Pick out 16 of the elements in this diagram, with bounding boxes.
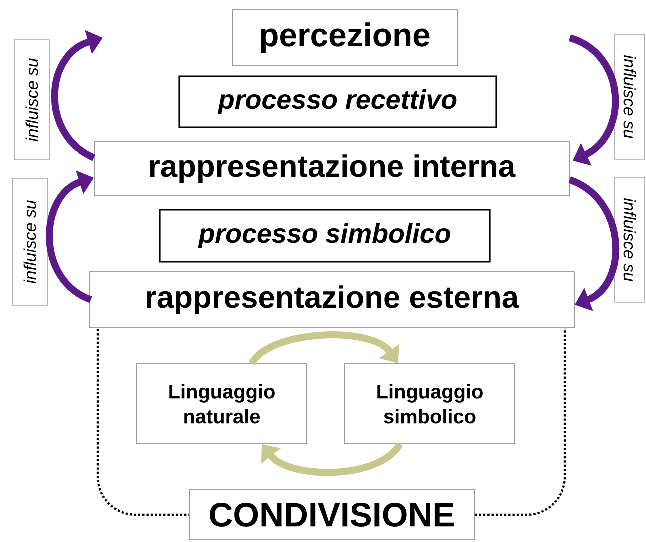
curved-arrow — [568, 34, 619, 166]
language-box: Linguaggio simbolico — [344, 364, 516, 444]
curved-arrow — [249, 332, 400, 366]
relation-label-box: influisce su — [14, 40, 50, 160]
relation-label-box: influisce su — [614, 177, 646, 303]
concept-box: rappresentazione esterna — [89, 272, 575, 328]
process-box: processo recettivo — [178, 76, 498, 128]
process-box: processo simbolico — [159, 209, 491, 263]
relation-label-box: influisce su — [12, 178, 48, 306]
curved-arrow — [568, 176, 620, 312]
concept-box: rappresentazione interna — [94, 142, 570, 196]
relation-label-box: influisce su — [614, 34, 646, 160]
concept-box: percezione — [232, 10, 458, 66]
curved-arrow — [261, 442, 403, 476]
concept-box: CONDIVISIONE — [189, 490, 475, 540]
language-box: Linguaggio naturale — [136, 364, 308, 444]
